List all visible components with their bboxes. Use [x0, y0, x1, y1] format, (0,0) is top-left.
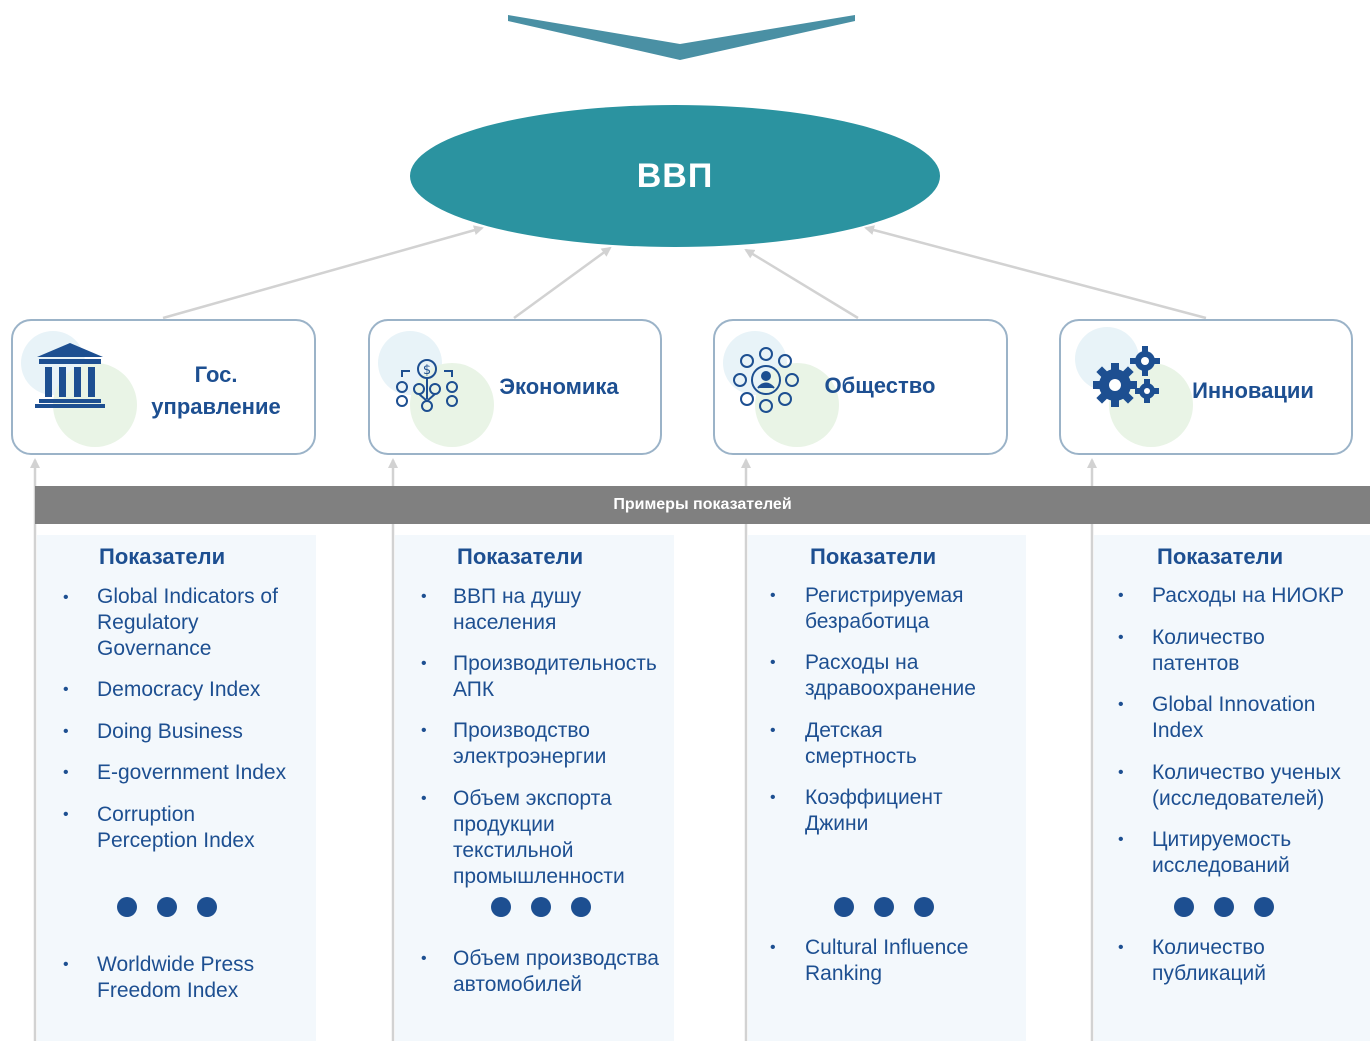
category-box-society: Общество: [713, 319, 1008, 455]
indicator-item: Производство электроэнергии: [453, 719, 607, 768]
gdp-label: ВВП: [636, 156, 714, 195]
column-title: Показатели: [1157, 544, 1284, 569]
indicator-item: Расходы на НИОКР: [1152, 584, 1345, 607]
bullet-icon: •: [421, 790, 427, 807]
indicator-column-economy: Показатели • ВВП на душу населения • Про…: [395, 535, 674, 1041]
category-label-economy: Экономика: [499, 374, 619, 399]
category-label-society: Общество: [824, 373, 936, 398]
arrow-gov-to-gdp: [162, 225, 484, 320]
society-people-icon: [733, 347, 799, 413]
bullet-icon: •: [1118, 831, 1124, 848]
indicator-item: Cultural Influence Ranking: [805, 936, 969, 985]
bullet-icon: •: [770, 654, 776, 671]
category-label-innovation: Инновации: [1192, 378, 1314, 403]
category-box-economy: $ Экономика: [368, 319, 662, 455]
bullet-icon: •: [63, 681, 69, 698]
svg-text:$: $: [423, 363, 431, 378]
indicator-item: Doing Business: [97, 720, 243, 743]
indicator-item: Объем экспорта продукции текстильной про…: [453, 787, 625, 888]
bullet-icon: •: [421, 588, 427, 605]
indicator-item: Corruption Perception Index: [97, 803, 255, 852]
bullet-icon: •: [1118, 939, 1124, 956]
money-network-icon: $: [396, 359, 458, 412]
indicator-column-government: Показатели • Global Indicators of Regula…: [37, 535, 316, 1041]
bullet-icon: •: [1118, 629, 1124, 646]
arrow-economy-to-gdp: [513, 246, 612, 320]
bullet-icon: •: [63, 589, 69, 606]
indicator-item: Worldwide Press Freedom Index: [97, 953, 255, 1002]
indicator-item: Коэффициент Джини: [805, 786, 943, 835]
ellipsis-dots: [834, 897, 934, 917]
indicator-item: Расходы на здравоохранение: [805, 651, 976, 700]
indicator-item: Детская смертность: [805, 719, 917, 768]
indicator-item: Global Indicators of Regulatory Governan…: [97, 585, 278, 660]
indicator-item: Регистрируемая безработица: [805, 584, 964, 633]
bullet-icon: •: [770, 789, 776, 806]
indicator-item: Democracy Index: [97, 678, 261, 701]
bullet-icon: •: [421, 722, 427, 739]
ellipsis-dots: [491, 897, 591, 917]
bullet-icon: •: [770, 722, 776, 739]
category-box-innovation: Инновации: [1059, 319, 1353, 455]
indicator-item: ВВП на душу населения: [453, 585, 582, 634]
bullet-icon: •: [63, 764, 69, 781]
indicator-column-society: Показатели • Регистрируемая безработица …: [748, 535, 1026, 1041]
ellipsis-dots: [117, 897, 217, 917]
bullet-icon: •: [63, 723, 69, 740]
column-title: Показатели: [810, 544, 937, 569]
bullet-icon: •: [770, 587, 776, 604]
banner-label: Примеры показателей: [613, 496, 792, 513]
column-title: Показатели: [99, 544, 226, 569]
bullet-icon: •: [63, 806, 69, 823]
bullet-icon: •: [1118, 764, 1124, 781]
arrow-innovation-to-gdp: [864, 225, 1207, 320]
category-box-government: Гос. управление: [11, 319, 316, 455]
examples-banner: Примеры показателей: [35, 486, 1370, 524]
gears-icon: [1093, 346, 1160, 407]
arrow-society-to-gdp: [744, 248, 859, 320]
government-building-icon: [35, 343, 105, 408]
bullet-icon: •: [421, 655, 427, 672]
indicator-item: E-government Index: [97, 761, 287, 784]
bullet-icon: •: [770, 939, 776, 956]
indicator-item: Производительность АПК: [453, 652, 657, 701]
indicator-item: Объем производства автомобилей: [453, 947, 659, 996]
indicator-item: Количество патентов: [1152, 626, 1265, 675]
indicator-item: Количество ученых (исследователей): [1152, 761, 1341, 810]
indicator-item: Global Innovation Index: [1152, 693, 1316, 742]
bullet-icon: •: [1118, 587, 1124, 604]
category-label-government: Гос. управление: [151, 362, 281, 419]
indicator-item: Цитируемость исследований: [1152, 828, 1292, 877]
ellipsis-dots: [1174, 897, 1274, 917]
gdp-ellipse: ВВП: [410, 105, 940, 247]
indicator-item: Количество публикаций: [1152, 936, 1266, 985]
bullet-icon: •: [421, 950, 427, 967]
top-chevron: [508, 15, 855, 60]
column-title: Показатели: [457, 544, 584, 569]
bullet-icon: •: [1118, 696, 1124, 713]
bullet-icon: •: [63, 956, 69, 973]
indicator-column-innovation: Показатели • Расходы на НИОКР • Количест…: [1094, 535, 1370, 1041]
